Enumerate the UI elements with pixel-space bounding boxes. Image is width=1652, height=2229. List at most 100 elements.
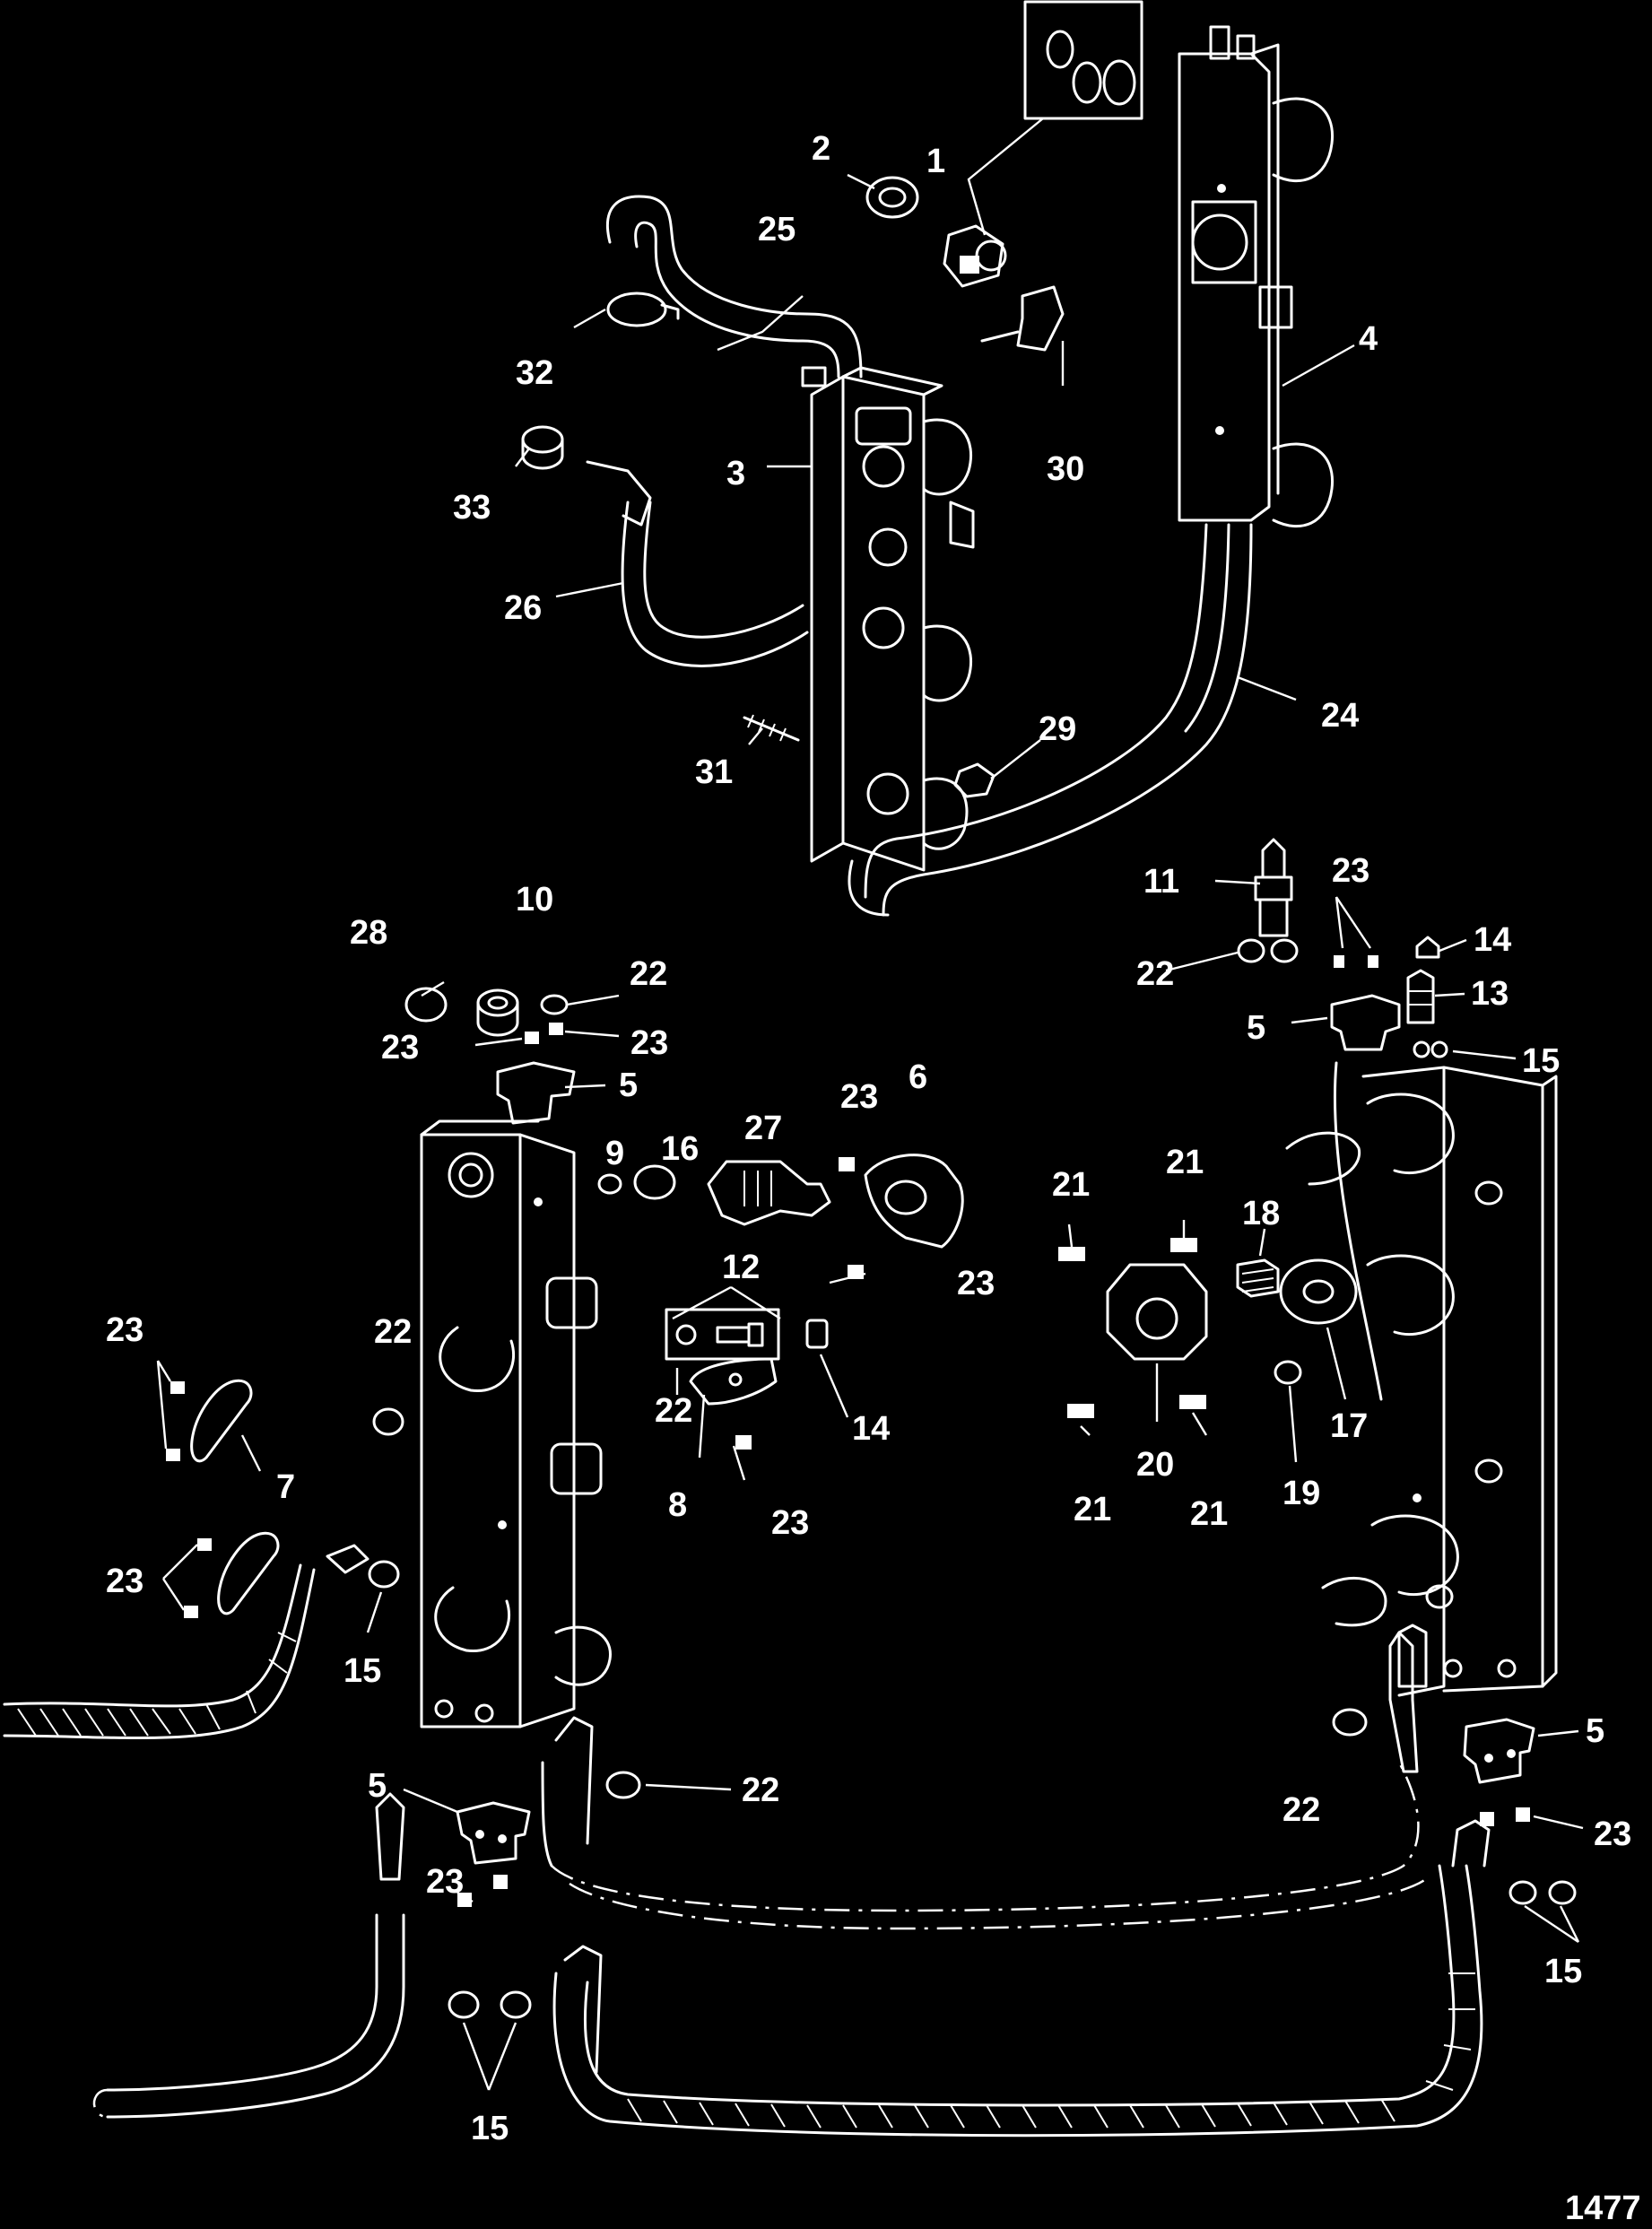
callout-15-left: 15 — [343, 1652, 381, 1690]
callout-23-lower-right: 23 — [1594, 1815, 1631, 1853]
callout-26: 26 — [504, 589, 542, 627]
callout-32: 32 — [516, 354, 553, 392]
part-33-cap — [521, 425, 564, 470]
callout-23-top-right: 23 — [1332, 852, 1369, 890]
part-22-oring-mid — [372, 1407, 404, 1436]
callout-2: 2 — [812, 130, 830, 168]
plate-5-lower-left — [456, 1801, 531, 1865]
screw-21-b — [1170, 1238, 1197, 1252]
callout-23-top-left-b: 23 — [630, 1024, 668, 1062]
callout-16: 16 — [661, 1130, 699, 1168]
screw-21-c — [1067, 1404, 1094, 1418]
callout-21-a: 21 — [1052, 1166, 1090, 1204]
callout-23-cover-top: 23 — [840, 1078, 878, 1116]
part-12-fitting — [665, 1308, 780, 1361]
injector-27 — [707, 1160, 831, 1226]
callout-28: 28 — [350, 914, 387, 952]
callout-14-right: 14 — [1474, 921, 1511, 959]
callout-12: 12 — [722, 1249, 760, 1286]
callout-21-b: 21 — [1166, 1144, 1204, 1181]
callout-23-bracket: 23 — [771, 1504, 809, 1542]
screw-21-a — [1058, 1247, 1085, 1261]
callout-4: 4 — [1359, 320, 1378, 358]
callout-23-top-left-a: 23 — [381, 1029, 419, 1067]
screw-23-injector-a — [839, 1157, 855, 1171]
callout-5-top-left: 5 — [619, 1067, 638, 1104]
callout-13: 13 — [1471, 975, 1509, 1013]
callout-18: 18 — [1242, 1195, 1280, 1232]
callout-11: 11 — [1143, 863, 1179, 901]
cover-6 — [864, 1154, 964, 1249]
screw-23-lower-b — [493, 1875, 508, 1889]
callout-15-lower-left: 15 — [471, 2110, 509, 2147]
part-10-regulator-cap — [476, 988, 519, 1037]
part-31-stud — [743, 714, 800, 742]
callout-7: 7 — [276, 1468, 295, 1506]
fuel-rail-3 — [801, 366, 975, 872]
callout-23-left-a: 23 — [106, 1311, 143, 1349]
part-22-oring-top — [540, 994, 569, 1015]
diaphragm-17 — [1279, 1258, 1358, 1325]
callout-23-cover-bottom: 23 — [957, 1265, 995, 1302]
callout-19: 19 — [1282, 1475, 1320, 1512]
hose-right-fitting — [1397, 1624, 1428, 1688]
callout-9: 9 — [605, 1135, 624, 1172]
callout-33: 33 — [453, 489, 491, 527]
part-11-fitting — [1254, 838, 1293, 937]
screw-23-lower-a — [457, 1893, 472, 1907]
callout-5-top-right: 5 — [1247, 1009, 1265, 1047]
callout-15-top-right: 15 — [1522, 1042, 1560, 1080]
screws-23-top-right — [1334, 955, 1378, 968]
hose-26 — [586, 460, 809, 667]
fuel-rail-left — [420, 1119, 612, 1728]
part-22-orings-top-right — [1237, 938, 1299, 963]
part-32-clamp — [606, 292, 680, 327]
fuel-rail-4 — [1178, 25, 1335, 528]
part-18-spring — [1236, 1258, 1280, 1298]
callout-31: 31 — [695, 753, 733, 791]
callout-1: 1 — [926, 143, 945, 180]
part-13-fitting — [1406, 969, 1435, 1024]
callout-27: 27 — [744, 1110, 782, 1147]
part-1-sensor — [943, 224, 1007, 288]
callout-24: 24 — [1321, 697, 1359, 735]
callout-21-c: 21 — [1074, 1491, 1111, 1528]
screw-21-d — [1179, 1395, 1206, 1409]
callout-21-d: 21 — [1190, 1495, 1228, 1533]
callout-29: 29 — [1039, 710, 1076, 748]
part-9-oring — [597, 1173, 622, 1195]
part-14-cap-left — [805, 1319, 829, 1349]
cover-20 — [1106, 1263, 1208, 1361]
part-16-oring — [633, 1164, 676, 1200]
hose-bottom-middle — [541, 1631, 1427, 1930]
part-30-bracket — [980, 285, 1065, 352]
screws-23-lower-right — [1480, 1807, 1530, 1826]
plate-5-lower-right — [1463, 1718, 1535, 1784]
callout-22-top-left: 22 — [630, 955, 667, 993]
hose-24 — [848, 523, 1253, 917]
callout-17: 17 — [1330, 1407, 1368, 1445]
callout-22-lower-right: 22 — [1282, 1791, 1320, 1829]
callout-labels: 1 2 3 4 5 5 5 5 6 7 8 9 10 11 12 13 14 1… — [106, 130, 1631, 2147]
part-14-cap-right — [1415, 936, 1440, 959]
screw-23-top-a — [525, 1032, 539, 1044]
callout-22-top-right: 22 — [1136, 955, 1174, 993]
callout-3: 3 — [726, 455, 745, 492]
hose-lower-left-dashed — [92, 1792, 405, 2119]
hose-25 — [605, 195, 863, 379]
callout-15-lower-right: 15 — [1544, 1953, 1582, 1990]
screw-23-bracket — [735, 1435, 752, 1450]
callout-22-left-rail: 22 — [374, 1313, 412, 1351]
part-2-ring — [865, 176, 919, 219]
part-15-orings-lower-right — [1509, 1880, 1577, 1905]
plate-5-top-right — [1330, 994, 1401, 1051]
leader-lines — [156, 118, 1584, 2091]
callout-22-lower-left: 22 — [742, 1772, 779, 1809]
callout-25: 25 — [758, 211, 796, 248]
part-8-bracket — [689, 1357, 778, 1406]
part-22-oring-lower-left — [605, 1771, 641, 1799]
part-15-orings-lower-left — [448, 1990, 532, 2019]
part-7-bracket-b — [184, 1531, 280, 1618]
diagram-code: 1477 — [1565, 2190, 1641, 2227]
part-7-bracket-a — [166, 1379, 253, 1463]
